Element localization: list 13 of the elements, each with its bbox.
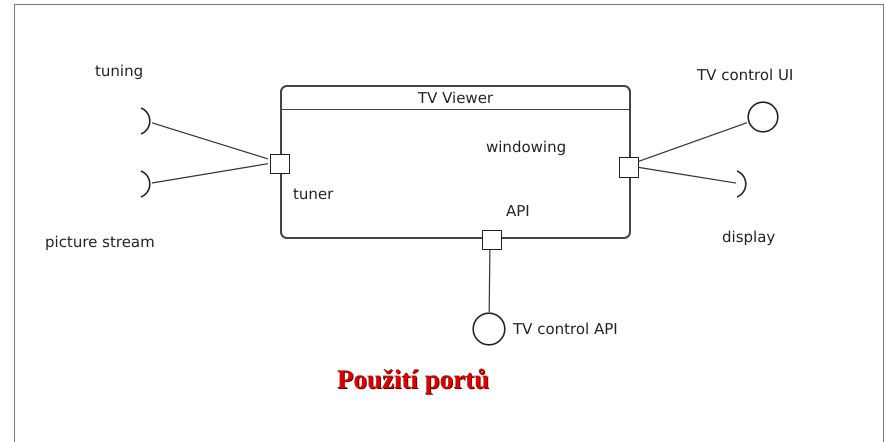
port-label: windowing [486, 138, 566, 156]
caption: Použití portů [336, 364, 490, 394]
port-label: API [506, 202, 530, 220]
interface-label: tuning [95, 62, 144, 80]
connector-line [488, 248, 490, 312]
interface-label: display [722, 228, 776, 246]
connector-line [152, 122, 268, 160]
port-label: tuner [293, 185, 334, 203]
interface-label: TV control API [513, 320, 618, 338]
interface-label: TV control UI [697, 66, 794, 84]
interface-label: picture stream [45, 233, 155, 251]
connector-line [152, 163, 268, 184]
component-title: TV Viewer [416, 89, 494, 107]
